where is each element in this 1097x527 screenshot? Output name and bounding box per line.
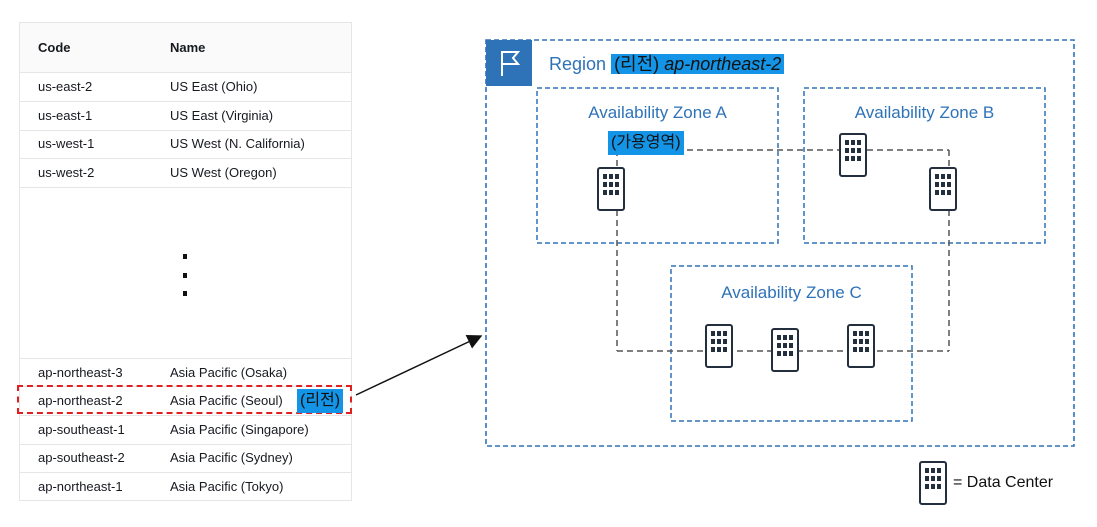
header-code: Code bbox=[38, 40, 71, 55]
table-row-selected[interactable]: ap-northeast-2 Asia Pacific (Seoul) bbox=[20, 387, 351, 416]
region-code: ap-southeast-1 bbox=[38, 422, 125, 437]
legend-text: = Data Center bbox=[953, 474, 1054, 491]
region-name: US West (N. California) bbox=[170, 136, 305, 151]
region-korean-label: (리전) bbox=[614, 54, 660, 74]
building-icon bbox=[919, 461, 947, 505]
table-row[interactable]: ap-southeast-1 Asia Pacific (Singapore) bbox=[20, 416, 351, 445]
region-name: Asia Pacific (Tokyo) bbox=[170, 479, 284, 494]
ellipsis-dot bbox=[183, 291, 187, 296]
region-boundary bbox=[485, 39, 1075, 447]
region-name: Asia Pacific (Sydney) bbox=[170, 450, 293, 465]
data-center-icon bbox=[839, 133, 867, 177]
region-label: Region bbox=[549, 54, 607, 74]
region-code: us-east-1 bbox=[38, 108, 93, 123]
selected-row-highlight bbox=[17, 385, 352, 414]
region-name: US West (Oregon) bbox=[170, 165, 277, 180]
region-name: Asia Pacific (Singapore) bbox=[170, 422, 309, 437]
table-row[interactable]: us-west-2 US West (Oregon) bbox=[20, 159, 351, 188]
table-row[interactable]: ap-southeast-2 Asia Pacific (Sydney) bbox=[20, 444, 351, 473]
region-code: ap-northeast-2 bbox=[38, 393, 123, 408]
connector-arrow bbox=[355, 334, 483, 396]
region-code: ap-northeast-2 bbox=[664, 54, 782, 74]
table-row[interactable]: us-west-1 US West (N. California) bbox=[20, 130, 351, 159]
region-code: us-east-2 bbox=[38, 79, 93, 94]
region-code: us-west-2 bbox=[38, 165, 95, 180]
data-center-icon bbox=[597, 167, 625, 211]
table-row[interactable]: us-east-1 US East (Virginia) bbox=[20, 102, 351, 131]
data-center-icon bbox=[929, 167, 957, 211]
region-code: ap-southeast-2 bbox=[38, 450, 125, 465]
zone-c-boundary bbox=[670, 265, 913, 422]
region-korean-tag: (리전) bbox=[297, 389, 344, 413]
table-row[interactable]: ap-northeast-1 Asia Pacific (Tokyo) bbox=[20, 473, 351, 502]
ellipsis-dot bbox=[183, 273, 187, 278]
header-name: Name bbox=[170, 40, 206, 55]
region-title: Region (리전) ap-northeast-2 bbox=[549, 52, 785, 76]
zone-a-label: Availability Zone A bbox=[588, 103, 727, 122]
region-code: ap-northeast-1 bbox=[38, 479, 123, 494]
table-row[interactable]: us-east-2 US East (Ohio) bbox=[20, 73, 351, 102]
region-table: Code Name us-east-2 US East (Ohio) us-ea… bbox=[19, 22, 352, 501]
zone-a-boundary bbox=[536, 87, 779, 244]
region-name: Asia Pacific (Osaka) bbox=[170, 365, 288, 380]
ellipsis-dot bbox=[183, 254, 187, 259]
region-tag-group: (리전) ap-northeast-2 bbox=[611, 54, 785, 74]
region-name: US East (Virginia) bbox=[170, 108, 274, 123]
zone-korean-tag: (가용영역) bbox=[608, 131, 684, 155]
flag-icon bbox=[486, 40, 532, 86]
zone-b-label: Availability Zone B bbox=[854, 103, 995, 122]
region-code: ap-northeast-3 bbox=[38, 365, 123, 380]
data-center-icon bbox=[771, 328, 799, 372]
region-name: Asia Pacific (Seoul) bbox=[170, 393, 283, 408]
table-header: Code Name bbox=[20, 23, 351, 73]
zone-b-boundary bbox=[803, 87, 1046, 244]
network-links bbox=[616, 149, 950, 352]
zone-c-label: Availability Zone C bbox=[721, 283, 862, 302]
data-center-icon bbox=[847, 324, 875, 368]
region-name: US East (Ohio) bbox=[170, 79, 258, 94]
data-center-icon bbox=[705, 324, 733, 368]
region-code: us-west-1 bbox=[38, 136, 95, 151]
